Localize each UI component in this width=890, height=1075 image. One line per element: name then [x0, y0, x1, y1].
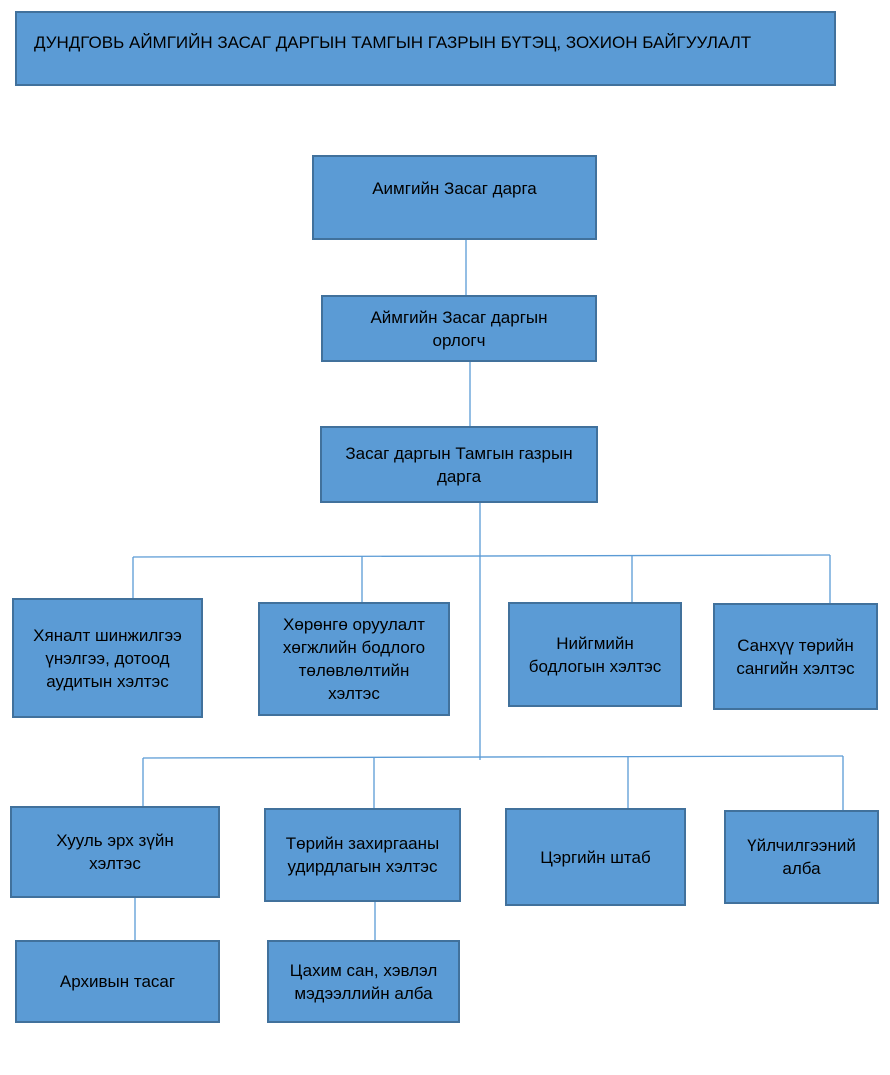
node-investment-label: Хөрөнгө оруулалт хөгжлийн бодлого төлөвл…	[282, 615, 426, 703]
node-governor-label: Аимгийн Засаг дарга	[372, 179, 537, 198]
node-admin-label: Төрийн захиргааны удирдлагын хэлтэс	[285, 834, 440, 876]
node-legal-label: Хууль эрх зүйн хэлтэс	[56, 831, 174, 873]
chart-title: ДУНДГОВЬ АЙМГИЙН ЗАСАГ ДАРГЫН ТАМГЫН ГАЗ…	[15, 11, 836, 86]
node-digital: Цахим сан, хэвлэл мэдээллийн алба	[267, 940, 460, 1023]
node-office-head: Засаг даргын Тамгын газрын дарга	[320, 426, 598, 503]
node-monitoring-label: Хяналт шинжилгээ үнэлгээ, дотоод аудитын…	[33, 625, 182, 691]
node-monitoring: Хяналт шинжилгээ үнэлгээ, дотоод аудитын…	[12, 598, 203, 718]
node-military-label: Цэргийн штаб	[540, 847, 651, 867]
node-governor: Аимгийн Засаг дарга	[312, 155, 597, 240]
node-deputy: Аймгийн Засаг даргын орлогч	[321, 295, 597, 362]
connector-bus-row1	[132, 554, 831, 558]
node-archive: Архивын тасаг	[15, 940, 220, 1023]
node-social: Нийгмийн бодлогын хэлтэс	[508, 602, 682, 707]
node-office-head-label: Засаг даргын Тамгын газрын дарга	[345, 443, 573, 486]
node-social-label: Нийгмийн бодлогын хэлтэс	[528, 633, 662, 676]
node-service: Үйлчилгээний алба	[724, 810, 879, 904]
node-admin: Төрийн захиргааны удирдлагын хэлтэс	[264, 808, 461, 902]
node-finance-label: Санхүү төрийн сангийн хэлтэс	[736, 635, 855, 678]
node-digital-label: Цахим сан, хэвлэл мэдээллийн алба	[289, 960, 438, 1003]
node-service-label: Үйлчилгээний алба	[747, 836, 856, 878]
connector-bus-row2	[142, 755, 844, 759]
node-investment: Хөрөнгө оруулалт хөгжлийн бодлого төлөвл…	[258, 602, 450, 716]
node-finance: Санхүү төрийн сангийн хэлтэс	[713, 603, 878, 710]
node-military: Цэргийн штаб	[505, 808, 686, 906]
node-deputy-label: Аймгийн Засаг даргын орлогч	[370, 307, 548, 350]
node-archive-label: Архивын тасаг	[59, 972, 176, 991]
node-legal: Хууль эрх зүйн хэлтэс	[10, 806, 220, 898]
